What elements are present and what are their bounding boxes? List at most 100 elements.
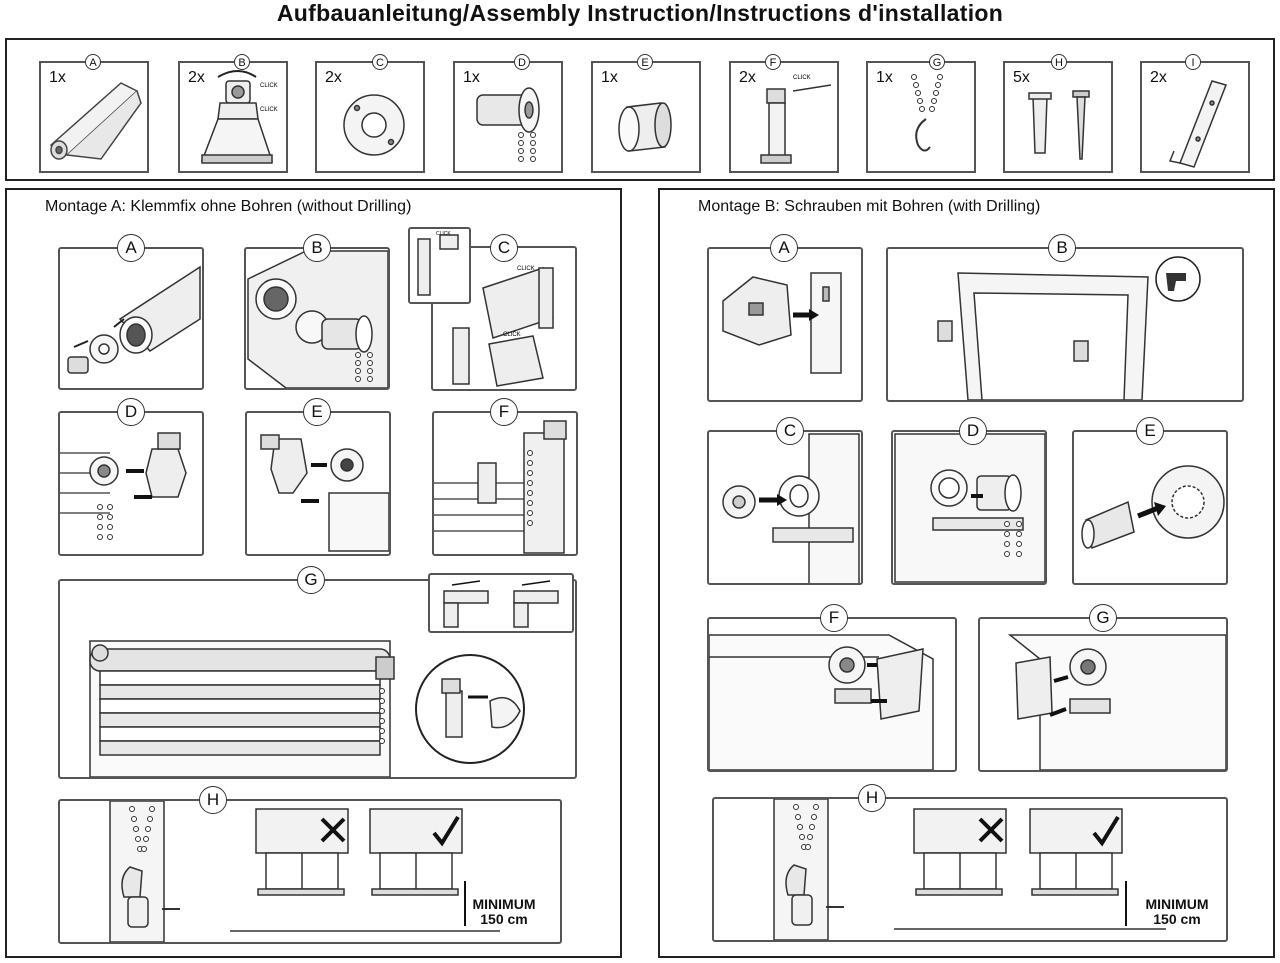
bracket-detail-icon: CLICK [417, 231, 459, 296]
step-label: F [820, 604, 848, 632]
click-note: CLICK [260, 83, 278, 89]
mechanism-insert-icon [247, 250, 388, 388]
step-e [245, 411, 391, 556]
chain-safety-icon [109, 801, 500, 942]
part-letter: D [514, 54, 530, 70]
bracket-click-icon: CLICK CLICK [452, 266, 554, 387]
step-e [1072, 430, 1228, 585]
step-a [58, 247, 204, 390]
part-qty: 1x [49, 69, 66, 86]
chain-safety-icon [773, 799, 1166, 940]
step-g-inset [428, 573, 574, 633]
window-drill-icon [937, 256, 1201, 400]
step-label: D [117, 398, 145, 426]
end-plug-insert-icon [1081, 465, 1225, 550]
chain-hook-icon [911, 74, 943, 152]
step-label: E [303, 398, 331, 426]
step-label: H [199, 786, 227, 814]
part-letter: H [1051, 54, 1067, 70]
section-title: Montage B: Schrauben mit Bohren (with Dr… [698, 198, 1041, 215]
click-note: CLICK [793, 75, 811, 81]
part-g: 1x [866, 61, 976, 173]
part-e: 1x [591, 61, 701, 173]
step-f [432, 411, 578, 556]
part-letter: A [85, 54, 101, 70]
step-d [891, 430, 1047, 585]
click-note: CLICK [260, 107, 278, 113]
part-b: 2x CLICK CLICK [178, 61, 288, 173]
dowel-screw-icon [1028, 90, 1090, 160]
step-label: C [490, 234, 518, 262]
minimum-height-label: MINIMUM 150 cm [1134, 897, 1220, 927]
part-letter: B [234, 54, 250, 70]
minimum-text: MINIMUM [472, 896, 536, 912]
wall-bracket-icon [1168, 80, 1227, 168]
step-label: E [1136, 417, 1164, 445]
step-b [244, 247, 390, 390]
step-label: C [776, 417, 804, 445]
part-c: 2x [315, 61, 425, 173]
mechanism-clip-icon [60, 432, 187, 540]
step-label: A [770, 234, 798, 262]
page-title: Aufbauanleitung/Assembly Instruction/Ins… [276, 0, 1004, 26]
part-qty: 5x [1013, 69, 1030, 86]
step-label: G [297, 566, 325, 594]
minimum-height-label: MINIMUM 150 cm [461, 897, 547, 927]
click-note: CLICK [436, 231, 451, 237]
chain-mechanism-icon [476, 87, 540, 162]
part-qty: 1x [601, 69, 618, 86]
part-a: 1x [39, 61, 149, 173]
clamp-bracket-icon: CLICK CLICK [200, 70, 278, 164]
part-letter: E [637, 54, 653, 70]
step-b [886, 247, 1244, 402]
tube-insert-icon [67, 265, 201, 374]
hang-left-icon [709, 634, 934, 770]
part-i: 2x [1140, 61, 1250, 173]
part-qty: 2x [325, 69, 342, 86]
section-title: Montage A: Klemmfix ohne Bohren (without… [45, 198, 412, 215]
part-qty: 2x [188, 69, 205, 86]
click-note: CLICK [503, 332, 521, 338]
step-label: B [303, 234, 331, 262]
step-label: F [490, 398, 518, 426]
step-h [712, 797, 1228, 942]
plug-insert-icon [722, 433, 860, 583]
hang-right-icon [1007, 634, 1226, 770]
part-f: 2x CLICK [729, 61, 839, 173]
washer-plate-icon [343, 94, 405, 156]
mechanism-insert-icon [894, 433, 1045, 583]
step-c [707, 430, 863, 585]
step-f [707, 617, 957, 772]
installed-blind-icon [89, 640, 525, 777]
step-h [58, 799, 562, 944]
parts-panel: 1x 2x CLICK CLICK 2x [5, 38, 1275, 181]
mounting-bracket-icon: CLICK [760, 75, 832, 164]
click-note: CLICK [517, 266, 535, 272]
roller-tube-icon [49, 82, 142, 160]
part-qty: 1x [876, 69, 893, 86]
shade-hung-icon [434, 420, 567, 554]
step-label: D [959, 417, 987, 445]
step-c-inset: CLICK [408, 227, 471, 304]
step-d [58, 411, 204, 556]
part-h: 5x [1003, 61, 1113, 173]
part-letter: I [1185, 54, 1201, 70]
distance-text: 150 cm [480, 911, 528, 927]
part-letter: G [929, 54, 945, 70]
part-letter: F [765, 54, 781, 70]
step-label: H [858, 784, 886, 812]
bracket-attach-icon [722, 272, 842, 374]
minimum-text: MINIMUM [1145, 896, 1209, 912]
step-a [707, 247, 863, 402]
part-d: 1x [453, 61, 563, 173]
step-label: A [117, 234, 145, 262]
section-montage-a: Montage A: Klemmfix ohne Bohren (without… [5, 188, 622, 958]
step-label: B [1048, 234, 1076, 262]
step-g [978, 617, 1228, 772]
end-plug-icon [618, 102, 672, 152]
part-qty: 2x [739, 69, 756, 86]
end-clip-icon [260, 434, 389, 552]
part-letter: C [372, 54, 388, 70]
bracket-adjust-icon [443, 580, 559, 628]
part-qty: 1x [463, 69, 480, 86]
